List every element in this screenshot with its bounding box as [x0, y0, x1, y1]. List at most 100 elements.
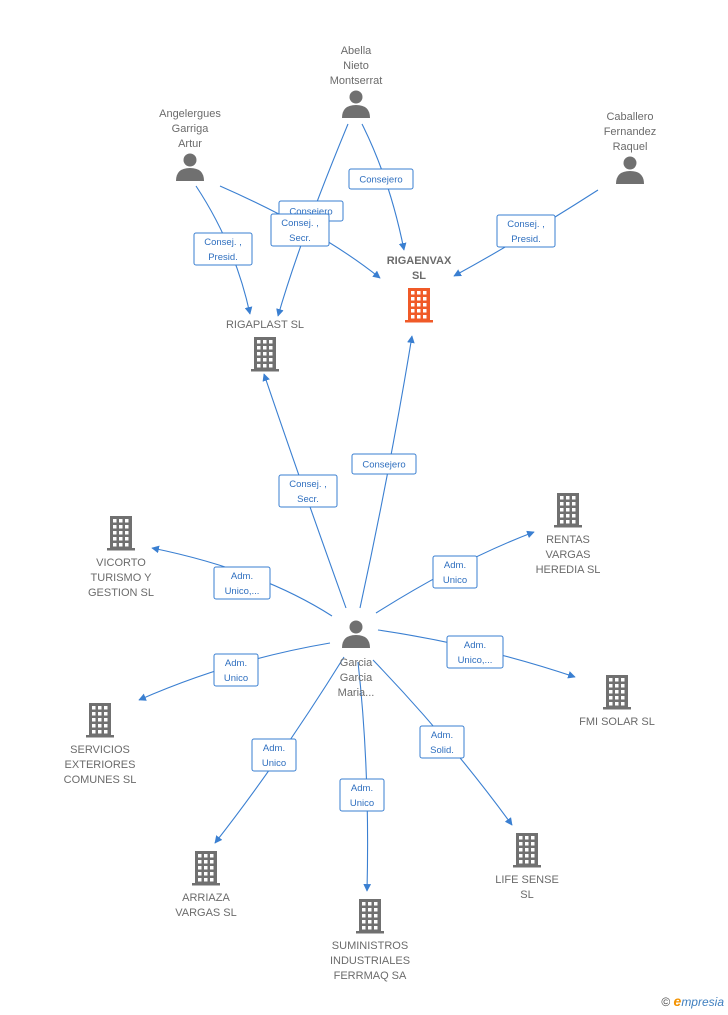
edge-label[interactable]: Consej. ,Presid.	[496, 214, 556, 248]
node-lifesense[interactable]: LIFE SENSE SL	[495, 833, 559, 901]
edge-label-text: Adm.	[225, 658, 247, 669]
edge-label-text: Unico	[262, 758, 286, 769]
edge-label-text: Consejero	[289, 207, 332, 218]
brand-name: mpresia	[681, 995, 724, 1009]
node-label: FERRMAQ SA	[334, 970, 407, 982]
building-icon	[192, 851, 220, 886]
person-icon	[342, 90, 370, 118]
edge-label-box	[278, 474, 338, 508]
node-label: HEREDIA SL	[536, 564, 601, 576]
edge-label-text: Presid.	[208, 252, 238, 263]
node-label: GESTION SL	[88, 587, 154, 599]
person-icon	[616, 156, 644, 184]
node-label: SUMINISTROS	[332, 940, 408, 952]
node-label: Raquel	[613, 141, 648, 153]
node-label: Maria...	[338, 687, 375, 699]
node-rigaplast[interactable]: RIGAPLAST SL	[226, 319, 304, 372]
building-icon	[251, 337, 279, 372]
edge-label[interactable]: Adm. Solid.	[419, 725, 465, 759]
edge-garcia-to-suministros	[357, 661, 372, 892]
edge-label-box	[213, 653, 259, 687]
node-label: Garcia	[340, 672, 373, 684]
edge-label[interactable]: Consejero	[348, 168, 414, 190]
edge-label-text: Unico	[443, 575, 467, 586]
edge-label-box	[446, 635, 504, 669]
edge-label[interactable]: Adm. Unico	[339, 778, 385, 812]
edge-label[interactable]: Adm.Unico	[432, 555, 478, 589]
edge-label[interactable]: Consej. , Presid.	[193, 232, 253, 266]
edge-label-text: Adm.	[231, 571, 253, 582]
edge-label-text: Presid.	[511, 234, 541, 245]
edge-label[interactable]: Adm. Unico,...	[446, 635, 504, 669]
building-icon	[513, 833, 541, 868]
edge-label-text: Consej. ,	[289, 479, 327, 490]
edge-label-text: Unico	[350, 798, 374, 809]
edge-label[interactable]: Adm. Unico	[251, 738, 297, 772]
node-label: VARGAS	[545, 549, 590, 561]
node-rentas[interactable]: RENTAS VARGAS HEREDIA SL	[536, 493, 601, 576]
copyright-symbol: ©	[661, 995, 671, 1009]
building-icon	[405, 288, 433, 323]
edge-label[interactable]: Consej. , Secr.	[270, 213, 330, 247]
edge-label-text: Adm.	[351, 783, 373, 794]
node-garcia[interactable]: GarciaGarciaMaria...	[338, 620, 375, 700]
edge-label-text: Adm.	[263, 743, 285, 754]
node-label: Fernandez	[604, 126, 657, 138]
edge-label-box	[351, 453, 417, 475]
node-label: Caballero	[606, 111, 653, 123]
edge-label-text: Unico,...	[458, 655, 493, 666]
node-fmi[interactable]: FMI SOLAR SL	[579, 675, 655, 728]
edge-label-text: Secr.	[297, 494, 319, 505]
node-label: Artur	[178, 138, 202, 150]
edge-label-box	[419, 725, 465, 759]
edge-label-text: Consej. ,	[281, 218, 319, 229]
node-label: RIGAPLAST SL	[226, 319, 304, 331]
edge-label-box	[432, 555, 478, 589]
person-icon	[342, 620, 370, 648]
node-vicorto[interactable]: VICORTO TURISMO Y GESTION SL	[88, 516, 154, 599]
node-label: Nieto	[343, 60, 369, 72]
node-label: RENTAS	[546, 534, 590, 546]
edge-label-text: Secr.	[289, 233, 311, 244]
edge-label[interactable]: Adm.Unico,...	[213, 566, 271, 600]
node-label: ARRIAZA	[182, 892, 230, 904]
edge-label-box	[270, 213, 330, 247]
person-icon	[176, 153, 204, 181]
node-label: SERVICIOS	[70, 744, 130, 756]
node-label: INDUSTRIALES	[330, 955, 410, 967]
edge-label[interactable]: Adm. Unico	[213, 653, 259, 687]
edge-label[interactable]: Consej. , Secr.	[278, 474, 338, 508]
building-icon	[356, 899, 384, 934]
edge-label-box	[251, 738, 297, 772]
node-label: VICORTO	[96, 557, 146, 569]
edge-label-text: Unico	[224, 673, 248, 684]
building-icon	[86, 703, 114, 738]
node-label: TURISMO Y	[91, 572, 153, 584]
node-label: LIFE SENSE	[495, 874, 559, 886]
edge-label[interactable]: Consejero	[351, 453, 417, 475]
node-label: Garcia	[340, 657, 373, 669]
node-label: FMI SOLAR SL	[579, 716, 655, 728]
brand-watermark: © empresia	[661, 993, 724, 1009]
edge-label-text: Adm.	[431, 730, 453, 741]
edge-label-box	[339, 778, 385, 812]
node-label: SL	[520, 889, 533, 901]
edge-label-text: Solid.	[430, 745, 454, 756]
building-icon	[107, 516, 135, 551]
node-label: Montserrat	[330, 75, 383, 87]
edge-label-box	[496, 214, 556, 248]
node-label: EXTERIORES	[65, 759, 136, 771]
edge-label-text: Adm.	[464, 640, 486, 651]
node-label: Angelergues	[159, 108, 221, 120]
edge-label-text: Consej. ,	[204, 237, 242, 248]
edge-label-box	[193, 232, 253, 266]
edge-label-box	[213, 566, 271, 600]
node-suministros[interactable]: SUMINISTROS INDUSTRIALES FERRMAQ SA	[330, 899, 410, 982]
